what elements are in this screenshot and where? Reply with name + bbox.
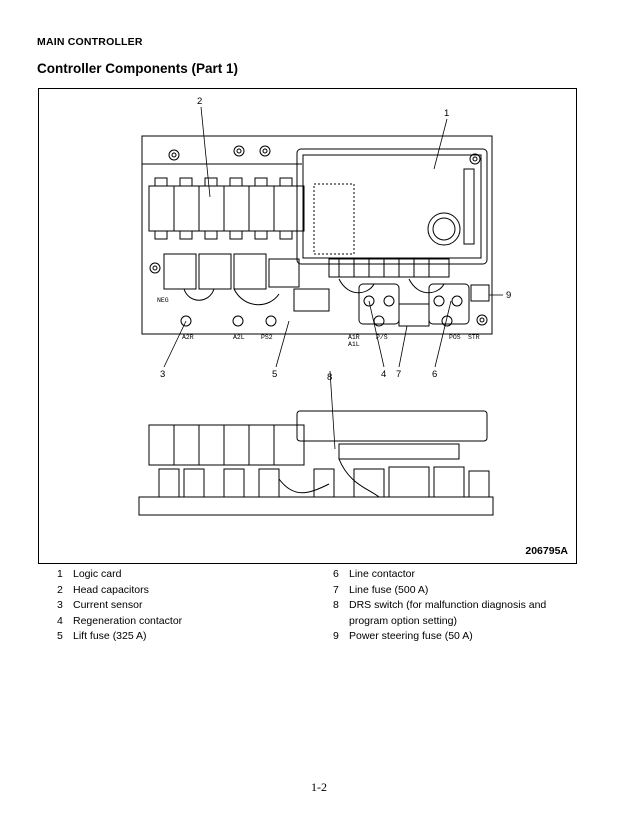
base-plate <box>141 135 493 335</box>
section-header: MAIN CONTROLLER <box>37 36 577 52</box>
callout-1: 1 <box>444 108 449 119</box>
callout-4: 4 <box>381 369 386 380</box>
board-label-ps: P/S <box>376 334 388 341</box>
board-label-pos: POS <box>449 334 461 341</box>
controller-figure: NEG A2R A2L PS2 A1R A1L P/S POS STR <box>38 88 577 564</box>
board-label-a1l: A1L <box>348 341 360 348</box>
logic-card <box>296 148 488 278</box>
callout-3: 3 <box>160 369 165 380</box>
side-view <box>138 410 494 516</box>
head-capacitors <box>148 177 305 240</box>
board-label-neg: NEG <box>157 297 169 304</box>
board-label-a2l: A2L <box>233 334 245 341</box>
leader-lines <box>163 106 503 450</box>
callout-9: 9 <box>506 290 511 301</box>
board-label-a2r: A2R <box>182 334 194 341</box>
page-title: Controller Components (Part 1) <box>37 61 239 76</box>
callout-6: 6 <box>432 369 437 380</box>
controller-illustration: NEG A2R A2L PS2 A1R A1L P/S POS STR <box>138 96 511 516</box>
contactors-fuses <box>163 253 490 327</box>
page-number: 1-2 <box>311 780 327 794</box>
callout-8: 8 <box>327 372 332 383</box>
callout-5: 5 <box>272 369 277 380</box>
section-label: MAIN CONTROLLER <box>37 36 149 48</box>
callout-2: 2 <box>197 96 202 107</box>
callout-7: 7 <box>396 369 401 380</box>
board-labels: NEG A2R A2L PS2 A1R A1L P/S POS STR <box>157 297 480 348</box>
board-label-str: STR <box>468 334 480 341</box>
board-label-ps2: PS2 <box>261 334 273 341</box>
mounting-screws-top <box>149 145 488 326</box>
figure-id: 206795A <box>525 545 568 557</box>
callouts: 2 1 9 3 5 8 4 7 6 <box>160 96 511 383</box>
board-label-a1r: A1R <box>348 334 360 341</box>
